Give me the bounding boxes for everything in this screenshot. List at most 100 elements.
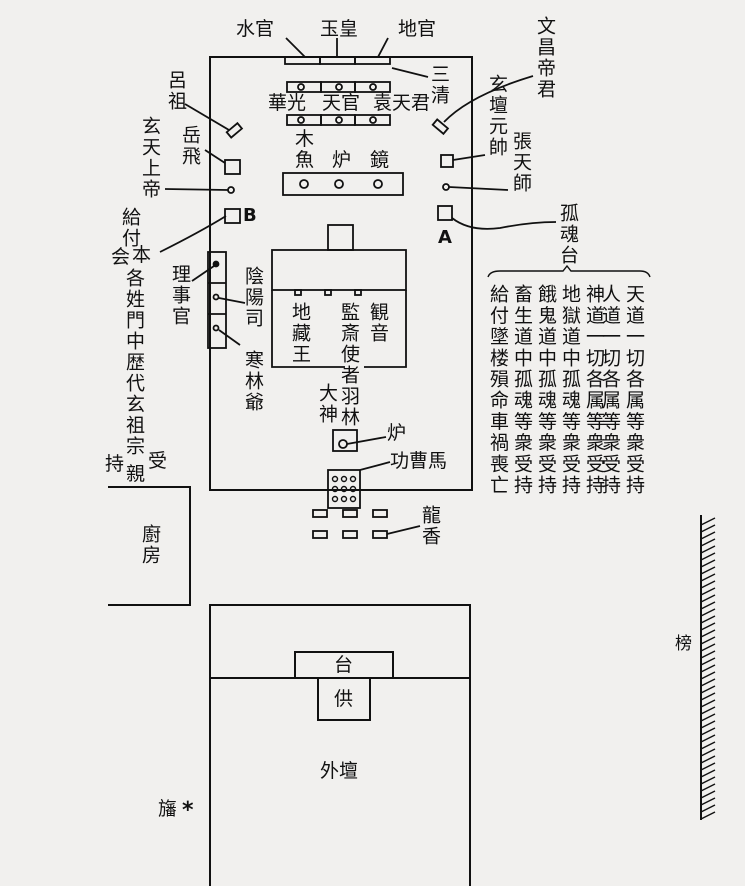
soul-column: 畜生道中孤魂等衆受持 <box>511 284 533 496</box>
hatch-line <box>700 615 716 624</box>
hatch-line <box>700 566 716 575</box>
label-mirror: 鏡 <box>370 149 390 171</box>
hatch-line <box>700 664 716 673</box>
hatch-line <box>700 727 716 736</box>
kitchen-room <box>108 486 191 606</box>
label-horse: 功曹馬 <box>390 450 448 472</box>
label-ancestors-1: 給付 <box>119 207 141 249</box>
label-fish: 魚 <box>295 149 315 171</box>
hatch-line <box>700 797 716 806</box>
hatch-line <box>700 587 716 596</box>
hatch-line <box>700 601 716 610</box>
label-xuantian: 玄天上帝 <box>139 116 161 200</box>
label-ancestors-4b: 親 <box>126 463 146 485</box>
hatch-line <box>700 552 716 561</box>
hatch-line <box>700 713 716 722</box>
soul-column: 天道一切各属等衆受持 <box>623 284 645 496</box>
hatch-line <box>700 734 716 743</box>
label-ancestors-2b: 本 <box>132 244 152 266</box>
hatch-line <box>700 524 716 533</box>
hatch-line <box>700 720 716 729</box>
label-manager: 理事官 <box>169 264 191 327</box>
central-shrine <box>271 224 407 368</box>
hatch-line <box>700 804 716 813</box>
marker-a: A <box>438 227 452 248</box>
hatch-line <box>700 783 716 792</box>
left-altars <box>159 103 244 253</box>
hatch-line <box>700 538 716 547</box>
label-dragon-incense: 龍香 <box>419 505 441 547</box>
hatch-line <box>700 629 716 638</box>
label-earth-official: 地官 <box>398 18 437 40</box>
hatch-line <box>700 517 716 526</box>
hatch-line <box>700 657 716 666</box>
label-lonely-souls: 孤魂台 <box>557 203 579 266</box>
hatch-line <box>700 692 716 701</box>
hatch-line <box>700 636 716 645</box>
label-hanlin: 寒林爺 <box>242 350 264 413</box>
burner-stand <box>327 429 391 509</box>
label-offering: 供 <box>334 688 354 710</box>
hatch-line <box>700 685 716 694</box>
hatch-line <box>700 608 716 617</box>
hatch-line <box>700 706 716 715</box>
soul-column: 餓鬼道中孤魂等衆受持 <box>535 284 557 496</box>
label-outer-altar: 外壇 <box>320 760 359 782</box>
hatch-line <box>700 776 716 785</box>
hatch-line <box>700 545 716 554</box>
label-burner-2: 炉 <box>387 422 407 444</box>
hatch-line <box>700 650 716 659</box>
label-lu-zu: 呂祖 <box>165 70 187 112</box>
label-wood: 木 <box>295 128 315 150</box>
left-cells <box>191 251 246 349</box>
deity-row-1 <box>286 81 391 93</box>
hatch-line <box>700 741 716 750</box>
hatch-line <box>700 755 716 764</box>
label-heavenly-official: 天官 <box>322 92 361 114</box>
soul-column: 人道一切各属等衆受持 <box>599 284 621 496</box>
hatch-line <box>700 594 716 603</box>
hatch-line <box>700 531 716 540</box>
hatch-line <box>700 643 716 652</box>
right-altars <box>431 75 557 230</box>
soul-column: 地獄道中孤魂等衆受持 <box>559 284 581 496</box>
soul-column: 給付墜楼殞命車禍喪亡 <box>487 284 509 496</box>
incense-stands <box>312 509 421 539</box>
label-ancestors-4a: 持 <box>105 453 125 475</box>
label-xuantan: 玄壇元帥 <box>486 74 508 158</box>
label-water-official: 水官 <box>236 18 275 40</box>
label-ancestors-3: 各姓門中歴代玄祖宗 <box>123 268 145 457</box>
three-pure-shelf <box>284 37 429 78</box>
hatch-line <box>700 769 716 778</box>
label-guanyin: 観音 <box>367 302 389 344</box>
label-yue-fei: 岳飛 <box>179 125 201 167</box>
soul-column: 神道一切各属等衆受持 <box>583 284 605 496</box>
label-notice: 榜 <box>675 634 692 654</box>
outer-altar <box>209 604 471 886</box>
label-jianzhai: 監斎使者羽林 <box>338 302 360 428</box>
label-zhang: 張天師 <box>510 131 532 194</box>
hatch-line <box>700 559 716 568</box>
hatch-line <box>700 748 716 757</box>
label-great-god: 大神 <box>316 383 338 425</box>
label-kitchen: 廚房 <box>139 524 161 566</box>
offering-table <box>282 172 404 196</box>
hatch-line <box>700 580 716 589</box>
label-banner: 旛 <box>158 798 178 820</box>
banner-mark: * <box>182 798 194 823</box>
label-ancestors-2a: 会 <box>111 246 131 268</box>
label-wenchang: 文昌帝君 <box>534 16 556 100</box>
marker-b: B <box>243 205 257 226</box>
label-ancestors-4c: 受 <box>148 450 168 472</box>
label-three-pure: 三清 <box>428 64 450 106</box>
label-platform: 台 <box>334 654 354 676</box>
hatch-line <box>700 678 716 687</box>
deity-row-2 <box>286 114 391 126</box>
label-yuan-tianjun: 袁天君 <box>373 92 431 114</box>
label-dizang: 地藏王 <box>289 302 311 365</box>
hatch-line <box>700 671 716 680</box>
hatch-line <box>700 699 716 708</box>
hatch-line <box>700 573 716 582</box>
label-jade-emperor: 玉皇 <box>320 18 359 40</box>
